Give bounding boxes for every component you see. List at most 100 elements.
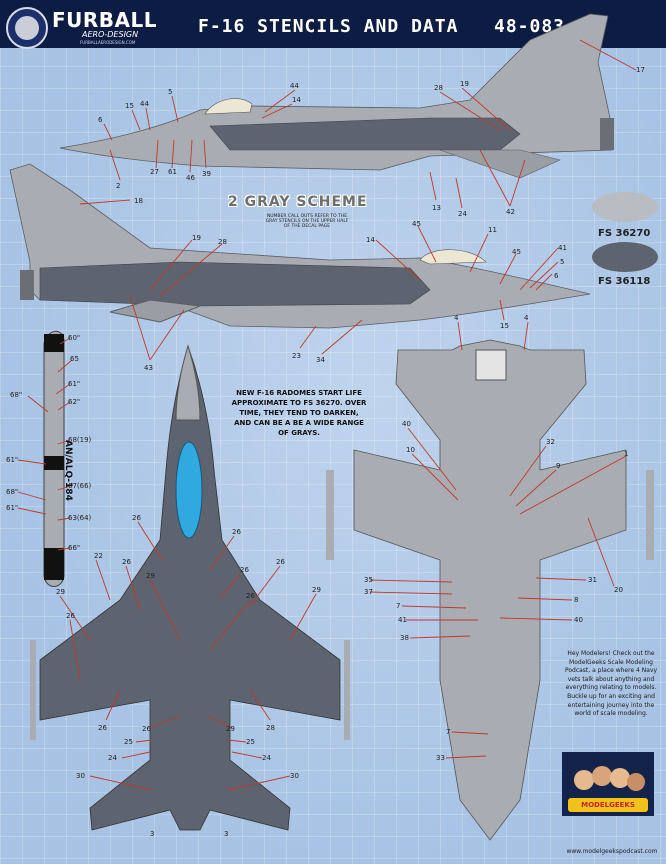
top-callout: 3 (150, 830, 154, 838)
callout-label: 5 (560, 258, 564, 266)
sheet-title: F-16 STENCILS AND DATA (198, 16, 459, 37)
side-profile-bottom: 18 19 28 14 45 11 45 41 5 6 15 23 34 43 (9, 163, 591, 372)
pod-callout: 61" (6, 456, 18, 464)
modelgeeks-logo: MODELGEEKS (562, 752, 654, 816)
top-callout: 30 (290, 772, 299, 780)
callout-label: 39 (202, 170, 211, 178)
top-callout: 29 (146, 572, 155, 580)
top-callout: 3 (224, 830, 228, 838)
pod-callout: 61" (6, 504, 18, 512)
callout-label: 23 (292, 352, 301, 360)
callout-label: 27 (150, 168, 159, 176)
bottom-callout: 32 (546, 438, 555, 446)
brand-name: FURBALL (52, 8, 158, 32)
top-callout: 26 (98, 724, 107, 732)
color-swatch-fs36118 (592, 242, 658, 272)
bottom-callout: 38 (400, 634, 409, 642)
pod-callout: 61" (68, 380, 80, 388)
callout-label: 45 (512, 248, 521, 256)
podcast-url[interactable]: www.modelgeekspodcast.com (566, 848, 658, 855)
top-callout: 30 (76, 772, 85, 780)
pod-callout: 68" (10, 391, 22, 399)
bottom-callout: 7 (446, 728, 450, 736)
callout-label: 6 (554, 272, 559, 280)
bottom-callout: 9 (556, 462, 560, 470)
callout-label: 34 (316, 356, 325, 364)
top-callout: 25 (124, 738, 133, 746)
modelgeeks-logo-text: MODELGEEKS (581, 801, 635, 809)
catalog-number: 48-083 (494, 16, 566, 37)
callout-label: 19 (460, 80, 469, 88)
callout-label: 17 (636, 66, 645, 74)
bottom-callout: 41 (398, 616, 407, 624)
swatch-label-fs36118: FS 36118 (598, 276, 651, 287)
callout-label: 45 (412, 220, 421, 228)
top-callout: 26 (276, 558, 285, 566)
ecm-pod: 60" 65 61" 68" 62" 68(19) 61" 67(66) 68"… (6, 330, 92, 587)
radome-note: NEW F-16 RADOMES START LIFE APPROXIMATE … (231, 389, 367, 437)
callout-label: 15 (125, 102, 134, 110)
bottom-callout: 35 (364, 576, 373, 584)
bottom-callout: 40 (402, 420, 411, 428)
callout-lines-bottom (79, 199, 559, 361)
callout-label: 43 (144, 364, 153, 372)
callout-label: 46 (186, 174, 195, 182)
top-callout: 29 (226, 725, 235, 733)
scheme-title: 2 GRAY SCHEME (228, 194, 368, 210)
callout-label: 42 (506, 208, 515, 216)
bottom-callout: 33 (436, 754, 445, 762)
pod-callout: 62" (68, 398, 80, 406)
top-callout: 26 (132, 514, 141, 522)
callout-label: 44 (290, 82, 299, 90)
top-callout: 24 (262, 754, 271, 762)
pod-callout: 68" (6, 488, 18, 496)
top-callout: 26 (240, 566, 249, 574)
callout-label: 14 (292, 96, 301, 104)
brand-url: FURBALLAERODESIGN.COM (80, 40, 136, 45)
top-callout: 22 (94, 552, 103, 560)
callout-label: 18 (134, 197, 143, 205)
bottom-callout: 40 (574, 616, 583, 624)
bottom-callout: 10 (406, 446, 415, 454)
top-callout: 25 (246, 738, 255, 746)
top-callout: 26 (142, 725, 151, 733)
callout-label: 14 (366, 236, 375, 244)
top-callout: 29 (56, 588, 65, 596)
callout-label: 19 (192, 234, 201, 242)
top-callout: 26 (122, 558, 131, 566)
bottom-callout: 4 (454, 314, 459, 322)
furball-logo (6, 7, 48, 49)
callout-lines-top (103, 39, 637, 209)
top-callout: 26 (66, 612, 75, 620)
pod-callout: 68(19) (68, 436, 92, 444)
pod-callout: 60" (68, 334, 80, 342)
swatch-label-fs36270: FS 36270 (598, 228, 651, 239)
bottom-view: 4 4 40 10 32 9 1 20 35 37 7 41 38 31 8 4… (326, 314, 654, 841)
brand-sub: AERO-DESIGN (82, 30, 139, 39)
bottom-callout: 31 (588, 576, 597, 584)
callout-label: 5 (168, 88, 172, 96)
callout-label: 15 (500, 322, 509, 330)
pod-callout: 63(64) (68, 514, 92, 522)
callout-label: 41 (558, 244, 567, 252)
callout-label: 44 (140, 100, 149, 108)
pod-callout: 67(66) (68, 482, 92, 490)
scheme-note: NUMBER CALL OUTS REFER TO THE GRAY STENC… (265, 214, 349, 229)
callout-label: 24 (458, 210, 467, 218)
top-view-callout-lines (59, 521, 317, 791)
top-callout: 26 (246, 592, 255, 600)
bottom-callout: 8 (574, 596, 578, 604)
callout-label: 6 (98, 116, 103, 124)
top-callout: 28 (266, 724, 275, 732)
top-view: 26 26 22 26 26 26 29 29 26 29 26 26 28 2… (30, 344, 350, 838)
podcast-blurb: Hey Modelers! Check out the ModelGeeks S… (564, 650, 658, 718)
callout-label: 28 (434, 84, 443, 92)
bottom-callout: 1 (624, 450, 628, 458)
pod-callout-lines (17, 337, 73, 551)
callout-label: 2 (116, 182, 120, 190)
pod-callout: 65 (70, 355, 79, 363)
callout-label: 61 (168, 168, 177, 176)
pod-callout: 66" (68, 544, 80, 552)
bottom-view-callout-lines (369, 321, 627, 759)
